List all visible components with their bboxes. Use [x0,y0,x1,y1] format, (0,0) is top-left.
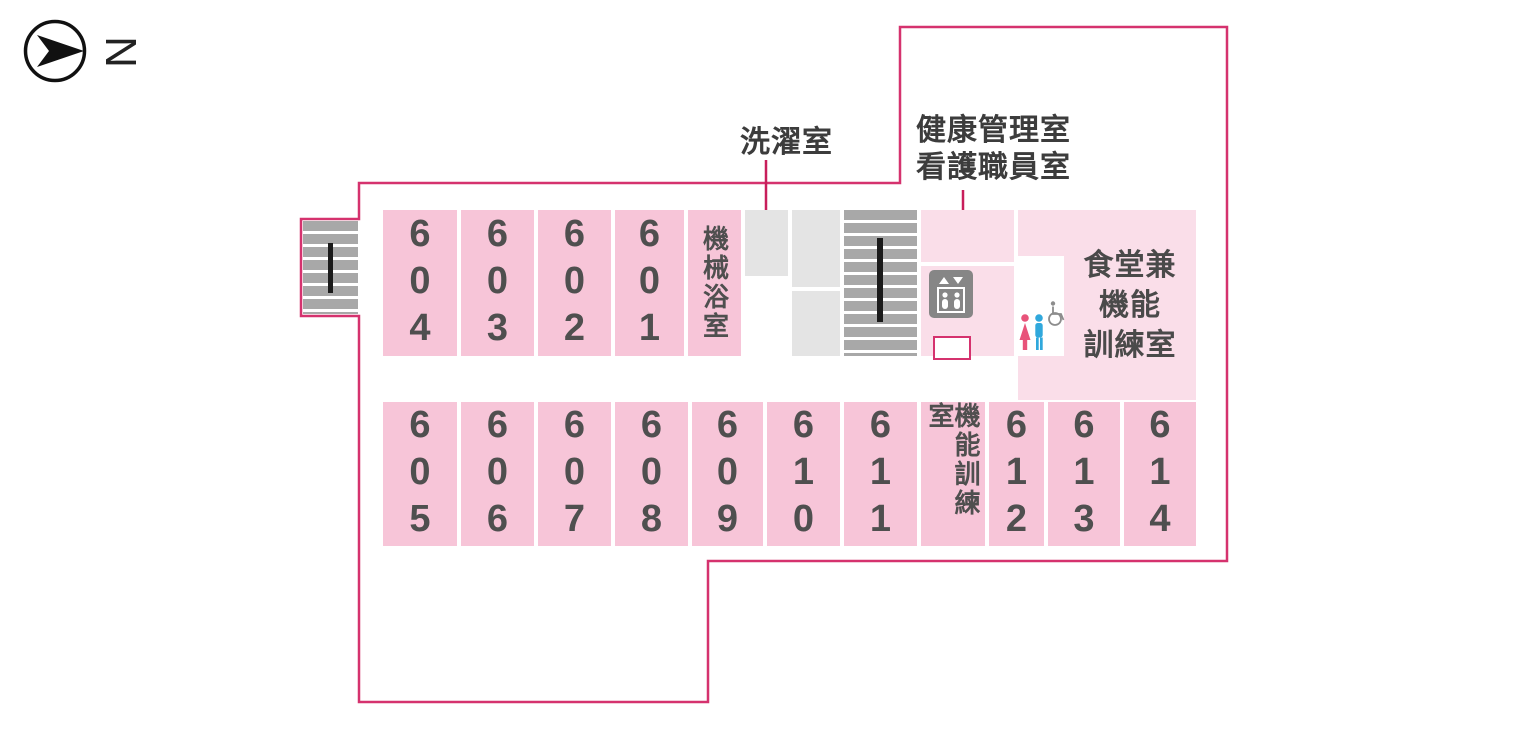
room-611: 611 [844,402,917,546]
machine-bath-label: 機械浴室 [699,225,730,341]
room-609: 609 [692,402,763,546]
room-607: 607 [538,402,611,546]
elevator-icon [929,270,973,318]
room-603: 603 [461,210,534,356]
dining-label-line3: 訓練室 [1083,329,1177,362]
wheelchair-icon [1048,301,1065,326]
room-613-label: 613 [1063,403,1105,545]
room-608: 608 [615,402,688,546]
room-603-label: 603 [476,212,519,354]
room-607-label: 607 [553,403,596,545]
room-608-label: 608 [630,403,673,545]
training-room: 機能訓練室 [921,402,985,546]
health-label-line1: 健康管理室 [916,114,1071,147]
room-605: 605 [383,402,457,546]
dining-label-line2: 機能 [1099,289,1161,322]
utility-area-upper [792,210,840,287]
room-602-label: 602 [553,212,596,354]
health-management-room [921,210,1014,262]
dining-label-line1: 食堂兼 [1083,249,1177,282]
room-606-label: 606 [476,403,519,545]
woman-icon [1019,314,1031,350]
room-601: 601 [615,210,684,356]
health-label: 健康管理室 看護職員室 [916,112,1071,186]
toilet-icons [1016,300,1066,356]
room-606: 606 [461,402,534,546]
room-610-label: 610 [782,403,825,545]
training-room-label: 機能訓練室 [925,402,981,518]
compass: N [22,18,182,90]
north-label: N [96,36,145,68]
room-610: 610 [767,402,840,546]
room-604-label: 604 [399,212,441,354]
room-609-label: 609 [706,403,749,545]
corridor-opening [933,336,971,360]
room-614-label: 614 [1139,403,1181,545]
stairs-handrail [877,238,883,322]
room-612: 612 [989,402,1044,546]
room-614: 614 [1124,402,1196,546]
utility-area-lower [792,291,840,356]
room-601-label: 601 [628,212,671,354]
room-612-label: 612 [995,403,1038,545]
dining-room-label: 食堂兼 機能 訓練室 [1066,246,1194,366]
machine-bath-room: 機械浴室 [688,210,741,356]
health-label-line2: 看護職員室 [916,151,1071,184]
stairs-middle [844,210,917,356]
room-604: 604 [383,210,457,356]
man-icon [1035,314,1043,350]
stairs-handrail [328,243,333,293]
north-arrow-icon [23,19,87,83]
laundry-label: 洗濯室 [740,126,833,159]
room-613: 613 [1048,402,1120,546]
room-605-label: 605 [399,403,441,545]
room-602: 602 [538,210,611,356]
laundry-room-area [745,210,788,276]
stairs-left [303,221,358,314]
room-611-label: 611 [859,403,902,545]
